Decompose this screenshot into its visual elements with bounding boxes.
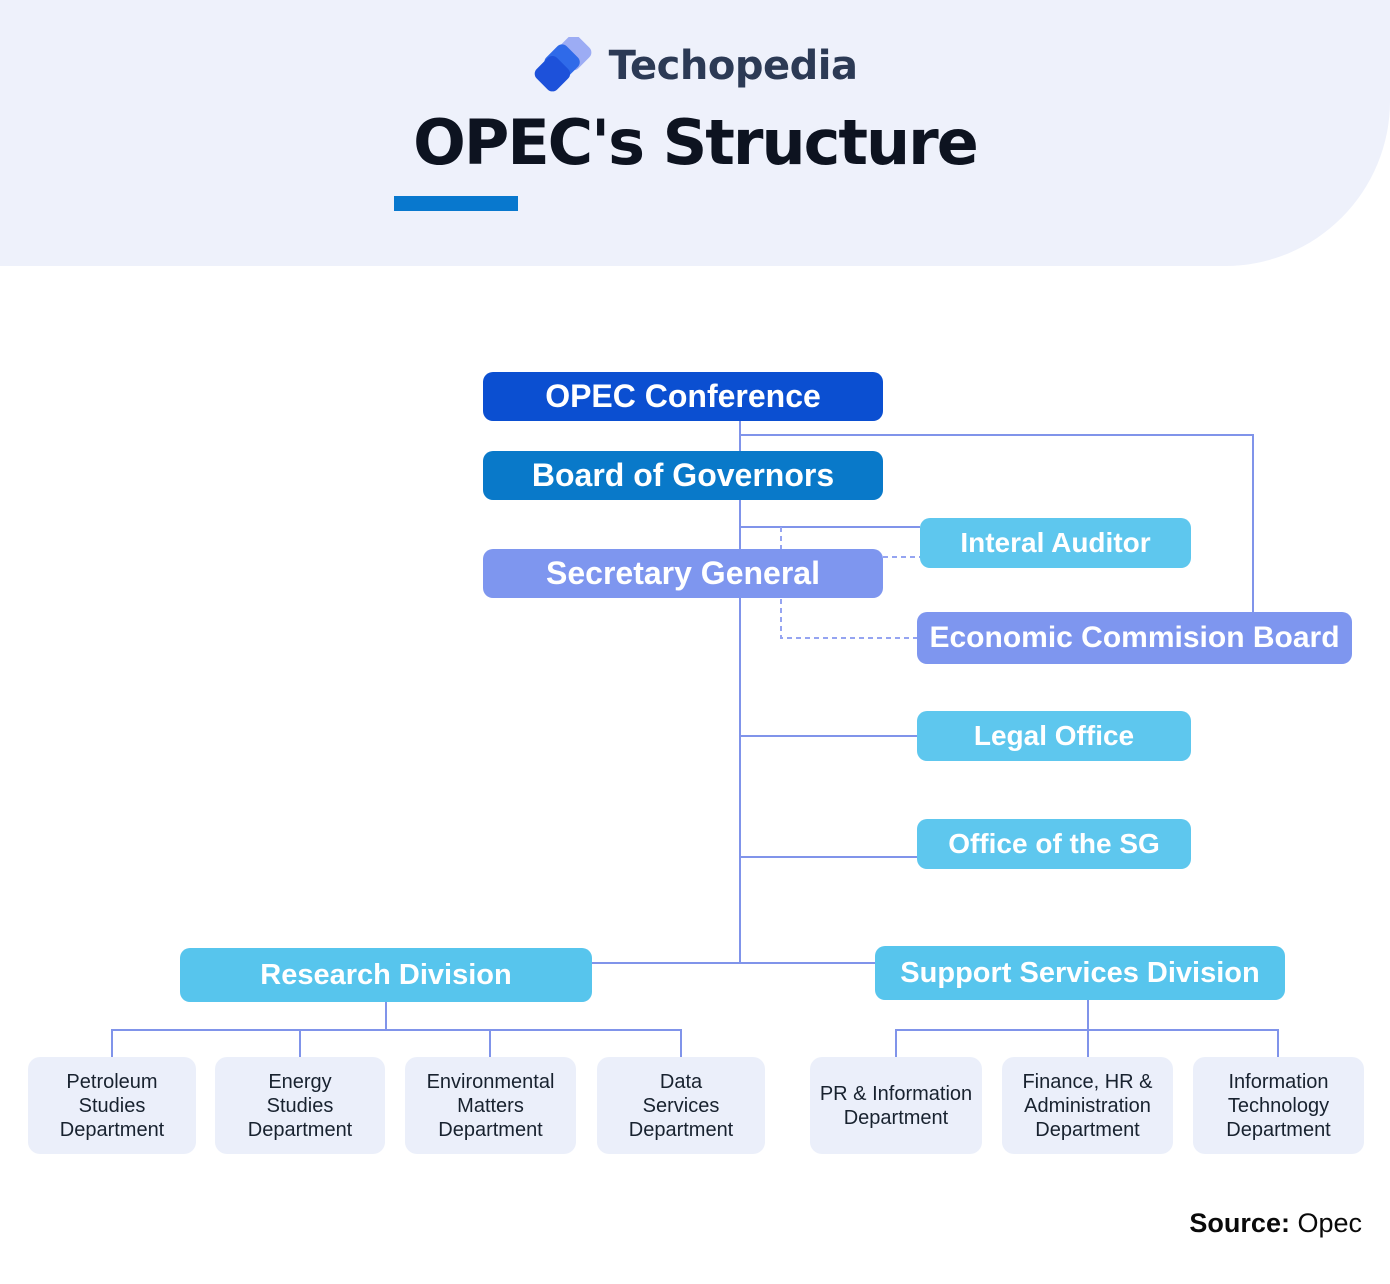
dept-environmental-matters: Environmental Matters Department [405,1057,576,1154]
dept-pr-information: PR & Information Department [810,1057,982,1154]
brand-name: Techopedia [608,43,858,89]
dept-finance-hr-administration: Finance, HR & Administration Department [1002,1057,1173,1154]
dept-information-technology: Information Technology Department [1193,1057,1364,1154]
connector-conference-to-economic [740,434,1254,612]
header-band [0,0,1390,266]
dept-petroleum-studies: Petroleum Studies Department [28,1057,196,1154]
source-value: Opec [1289,1208,1362,1238]
org-node-internal-auditor: Interal Auditor [920,518,1191,568]
org-node-secretary-general: Secretary General [483,549,883,598]
title-underline-bar [394,196,518,211]
brand-header: Techopedia [0,34,1390,98]
org-node-board-of-governors: Board of Governors [483,451,883,500]
source-label: Source: [1189,1208,1290,1238]
dept-energy-studies: Energy Studies Department [215,1057,385,1154]
org-node-opec-conference: OPEC Conference [483,372,883,421]
connector-support-children [895,1029,1279,1057]
org-node-support-services-division: Support Services Division [875,946,1285,1000]
techopedia-logo-icon [534,37,591,92]
org-node-research-division: Research Division [180,948,592,1002]
page-title: OPEC's Structure [413,106,979,179]
org-node-economic-commission-board: Economic Commision Board [917,612,1352,664]
dept-data-services: Data Services Department [597,1057,765,1154]
org-node-legal-office: Legal Office [917,711,1191,761]
org-node-office-of-the-sg: Office of the SG [917,819,1191,869]
source-attribution: Source: Opec [1189,1208,1362,1239]
connector-research-children [111,1029,682,1057]
